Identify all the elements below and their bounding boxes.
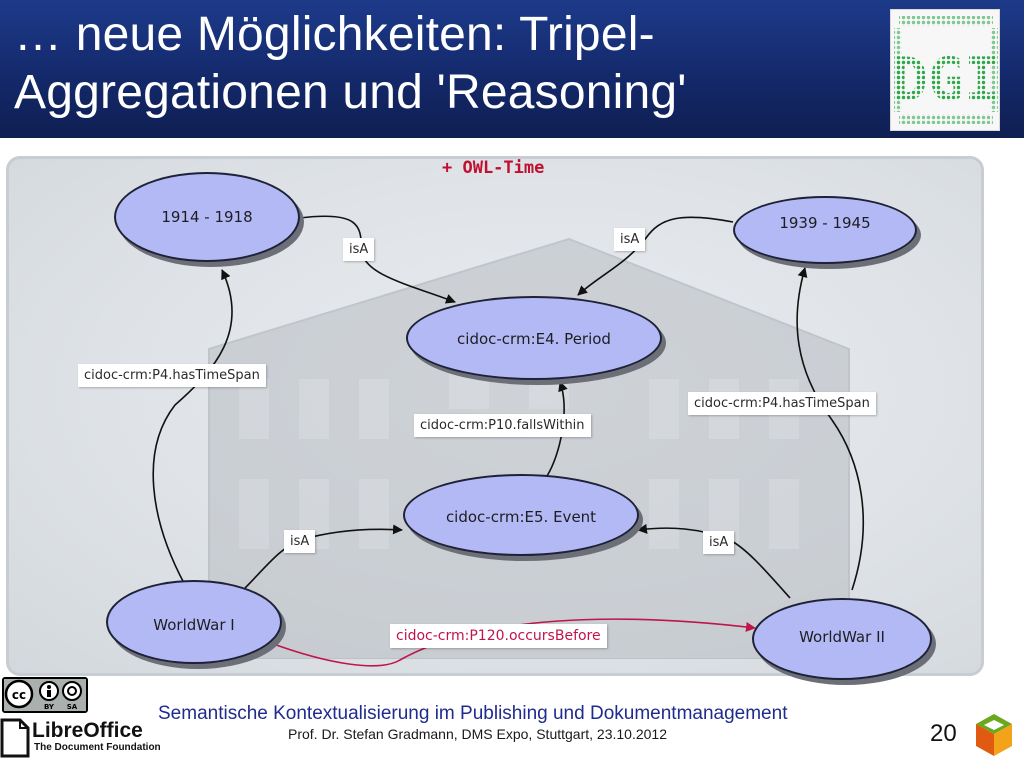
- owl-time-label: + OWL-Time: [442, 158, 545, 178]
- cc-by-sa-badge: cc BY SA: [2, 677, 88, 713]
- libreoffice-logo-icon: [0, 718, 30, 758]
- edge-label-occursbefore: cidoc-crm:P120.occursBefore: [390, 624, 607, 648]
- node-worldwar-1[interactable]: WorldWar I: [106, 580, 282, 664]
- svg-text:BY: BY: [44, 703, 55, 711]
- node-label: cidoc-crm:E4. Period: [457, 330, 611, 348]
- libreoffice-foundation: The Document Foundation: [34, 742, 161, 753]
- node-e4-period[interactable]: cidoc-crm:E4. Period: [406, 296, 662, 380]
- node-label: 1914 - 1918: [161, 208, 253, 226]
- node-period-1914-1918[interactable]: 1914 - 1918: [114, 172, 300, 262]
- dgi-logo-icon: DGI: [892, 16, 1000, 124]
- edge-label-fallswithin: cidoc-crm:P10.fallsWithin: [414, 414, 591, 437]
- node-e5-event[interactable]: cidoc-crm:E5. Event: [403, 474, 639, 556]
- edge-label-isa-1939: isA: [614, 228, 646, 251]
- node-label: WorldWar I: [153, 616, 235, 634]
- node-label: cidoc-crm:E5. Event: [445, 508, 597, 526]
- svg-text:cc: cc: [12, 688, 26, 702]
- svg-text:DGI: DGI: [892, 45, 1000, 115]
- cube-logo-icon: [976, 714, 1012, 756]
- page-number: 20: [930, 720, 957, 747]
- edge-label-isa-ww2: isA: [703, 531, 735, 554]
- footer-title: Semantische Kontextualisierung im Publis…: [158, 703, 788, 724]
- slide-header: … neue Möglichkeiten: Tripel- Aggregatio…: [0, 0, 1024, 138]
- node-label: WorldWar II: [799, 628, 885, 646]
- slide-title-line2: Aggregationen und 'Reasoning': [14, 66, 687, 119]
- node-label: 1939 - 1945: [779, 214, 871, 232]
- dgi-logo: DGI: [890, 9, 1000, 131]
- edge-label-isa-ww1: isA: [284, 530, 316, 553]
- footer-author: Prof. Dr. Stefan Gradmann, DMS Expo, Stu…: [288, 726, 667, 742]
- svg-text:SA: SA: [67, 703, 78, 711]
- slide-title-line1: … neue Möglichkeiten: Tripel-: [14, 8, 655, 61]
- edge-label-isa-1914: isA: [343, 238, 375, 261]
- cc-license-icon: cc BY SA: [4, 679, 86, 711]
- node-period-1939-1945[interactable]: 1939 - 1945: [733, 196, 917, 264]
- edge-label-hastimespan-right: cidoc-crm:P4.hasTimeSpan: [688, 392, 876, 415]
- libreoffice-brand: LibreOffice: [32, 719, 143, 742]
- node-worldwar-2[interactable]: WorldWar II: [752, 598, 932, 680]
- slide-title: … neue Möglichkeiten: Tripel- Aggregatio…: [14, 6, 874, 122]
- edge-label-hastimespan-left: cidoc-crm:P4.hasTimeSpan: [78, 364, 266, 387]
